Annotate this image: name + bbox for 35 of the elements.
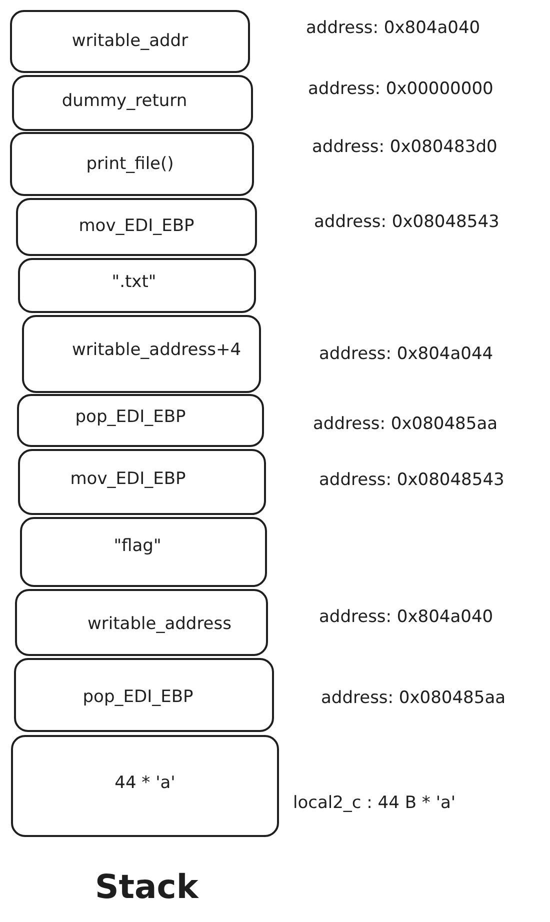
slot-label: writable_addr [72, 30, 188, 52]
stack-slot-box [11, 735, 279, 837]
slot-label: pop_EDI_EBP [82, 686, 194, 708]
address-label: address: 0x00000000 [308, 78, 494, 100]
slot-label: 44 * 'a' [114, 772, 176, 794]
stack-slot-box [20, 517, 267, 587]
stack-slot-box [10, 10, 250, 73]
slot-label: pop_EDI_EBP [75, 406, 186, 428]
address-label: local2_c : 44 B * 'a' [293, 792, 456, 814]
slot-label: mov_EDI_EBP [70, 468, 186, 490]
slot-label: ".txt" [112, 270, 156, 292]
stack-slot-box [18, 258, 256, 313]
slot-label: mov_EDI_EBP [78, 215, 194, 237]
stack-slot-box [17, 394, 264, 447]
stack-slot-box [16, 198, 257, 256]
address-label: address: 0x804a044 [319, 343, 494, 365]
address-label: address: 0x804a040 [306, 17, 480, 39]
address-label: address: 0x080485aa [313, 413, 498, 435]
stack-slot-box [15, 589, 268, 656]
address-label: address: 0x080485aa [321, 687, 506, 709]
address-label: address: 0x080483d0 [312, 136, 498, 158]
stack-caption: Stack [95, 867, 198, 907]
slot-label: dummy_return [62, 90, 188, 112]
stack-slot-box [18, 449, 266, 515]
slot-label: print_file() [86, 153, 174, 175]
address-label: address: 0x804a040 [319, 606, 494, 628]
stack-slot-box [12, 75, 253, 131]
slot-label: writable_address [88, 612, 232, 634]
slot-label: "flag" [114, 535, 162, 557]
stack-slot-box [14, 658, 274, 732]
address-label: address: 0x08048543 [314, 211, 500, 233]
stack-slot-box [22, 315, 261, 393]
slot-label: writable_address+4 [72, 339, 242, 361]
stack-slot-box [10, 132, 254, 196]
address-label: address: 0x08048543 [319, 469, 504, 491]
